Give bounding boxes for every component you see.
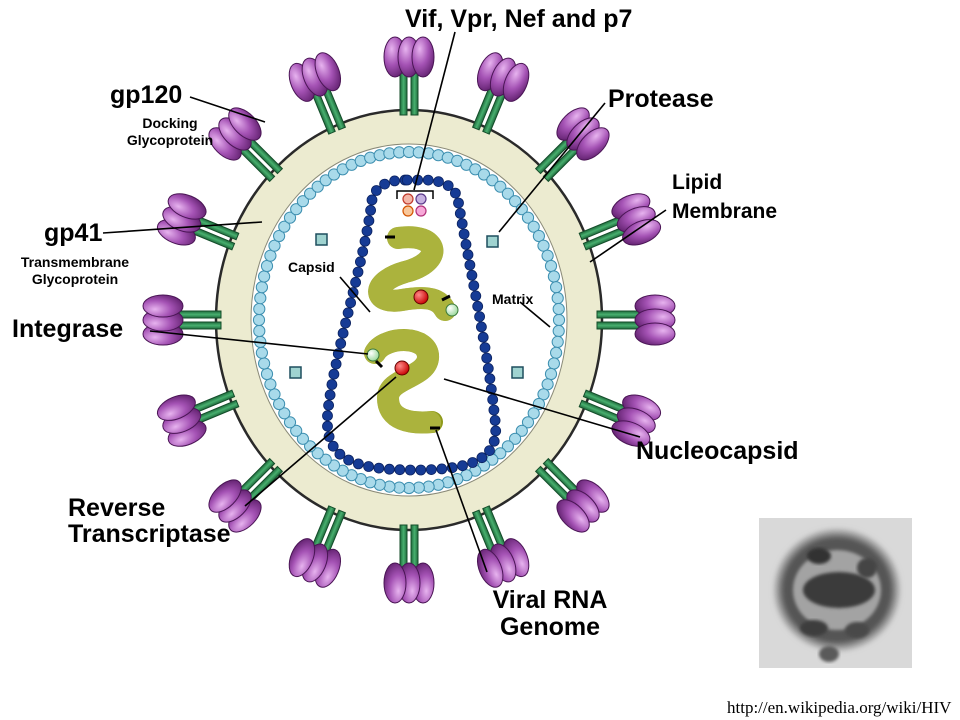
integrase-upper xyxy=(445,303,459,317)
glycoprotein-spikes xyxy=(142,36,676,604)
label-transmembrane-glycoprotein: Glycoprotein xyxy=(31,271,119,287)
label-genome: Genome xyxy=(499,613,601,641)
label-membrane: Membrane xyxy=(672,200,778,223)
glycoprotein-spike xyxy=(596,294,676,346)
label-gp41: gp41 xyxy=(44,219,103,247)
glycoprotein-spike xyxy=(383,36,435,116)
glycoprotein-spike xyxy=(471,505,530,588)
label-gp120: gp120 xyxy=(110,81,183,109)
glycoprotein-spike xyxy=(383,524,435,604)
integrase-lower xyxy=(366,348,380,362)
source-url[interactable]: http://en.wikipedia.org/wiki/HIV xyxy=(727,698,952,717)
glycoprotein-spike xyxy=(208,107,284,183)
protease-particles xyxy=(289,233,524,379)
label-capsid: Capsid xyxy=(288,259,335,275)
glycoprotein-spike xyxy=(156,389,240,447)
accessory-proteins-box xyxy=(396,190,434,217)
label-protease: Protease xyxy=(608,85,714,113)
glycoprotein-spike xyxy=(578,193,662,251)
rna-marker xyxy=(441,294,451,302)
label-leader-lines xyxy=(102,31,667,573)
label-lipid: Lipid xyxy=(672,171,723,194)
label-integrase: Integrase xyxy=(12,315,124,343)
reverse-transcriptase-lower xyxy=(394,360,410,376)
glycoprotein-spike xyxy=(288,505,347,588)
label-vif-vpr-nef-p7: Vif, Vpr, Nef and p7 xyxy=(405,5,633,33)
glycoprotein-spike xyxy=(288,52,347,135)
label-viral-rna: Viral RNA xyxy=(492,586,608,614)
label-transcriptase: Transcriptase xyxy=(68,520,231,548)
label-nucleocapsid: Nucleocapsid xyxy=(636,437,799,465)
glycoprotein-spike xyxy=(156,193,240,251)
rna-marker xyxy=(374,359,384,369)
reverse-transcriptase-upper xyxy=(413,289,429,305)
label-reverse: Reverse xyxy=(68,494,166,522)
label-docking-glycoprotein: Glycoprotein xyxy=(126,132,214,148)
glycoprotein-spike xyxy=(142,294,222,346)
matrix-protein-layer xyxy=(252,145,566,495)
glycoprotein-spike xyxy=(534,457,610,533)
label-transmembrane: Transmembrane xyxy=(20,254,130,270)
label-docking: Docking xyxy=(142,115,198,131)
electron-micrograph-image xyxy=(759,518,912,668)
glycoprotein-spike xyxy=(471,52,530,135)
glycoprotein-spike xyxy=(534,107,610,183)
label-matrix: Matrix xyxy=(492,291,534,307)
